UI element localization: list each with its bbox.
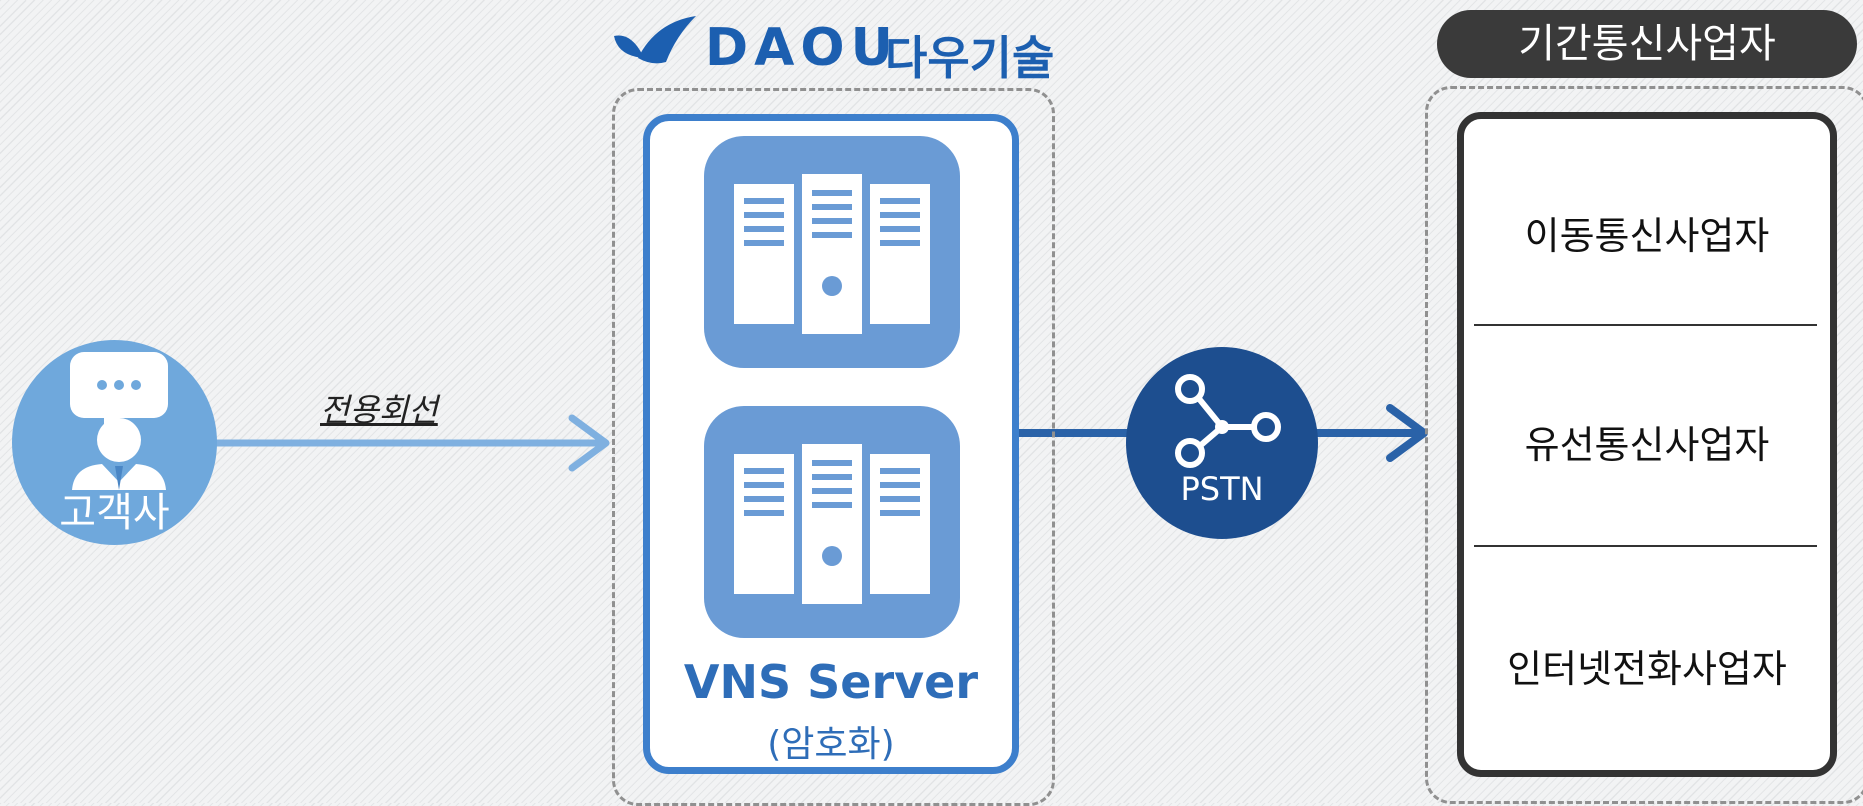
leased-line-arrow — [215, 414, 610, 472]
vns-server-subtitle: (암호화) — [767, 724, 895, 765]
carrier-item-mobile: 이동통신사업자 — [1524, 214, 1770, 258]
network-share-icon — [1175, 374, 1281, 468]
server-icon — [704, 136, 960, 368]
pstn-node — [1126, 347, 1318, 539]
daou-logo-text: DAOU — [705, 18, 899, 78]
daou-logo-icon — [614, 16, 696, 64]
carrier-divider — [1474, 324, 1817, 326]
leased-line-label: 전용회선 — [320, 391, 438, 429]
customer-person-icon — [70, 352, 168, 490]
pstn-to-carrier-arrow — [1312, 404, 1428, 462]
server-icon — [704, 406, 960, 638]
customer-node — [12, 340, 217, 545]
carrier-header: 기간통신사업자 — [1437, 10, 1857, 78]
pstn-label: PSTN — [1180, 470, 1264, 508]
carrier-panel — [1457, 112, 1837, 777]
carrier-item-internet-phone: 인터넷전화사업자 — [1507, 647, 1787, 691]
customer-label: 고객사 — [59, 490, 170, 536]
daou-korean-name: 다우기술 — [885, 31, 1055, 85]
carrier-divider — [1474, 545, 1817, 547]
carrier-item-wired: 유선통신사업자 — [1524, 423, 1770, 467]
vns-server-title: VNS Server — [683, 655, 979, 709]
